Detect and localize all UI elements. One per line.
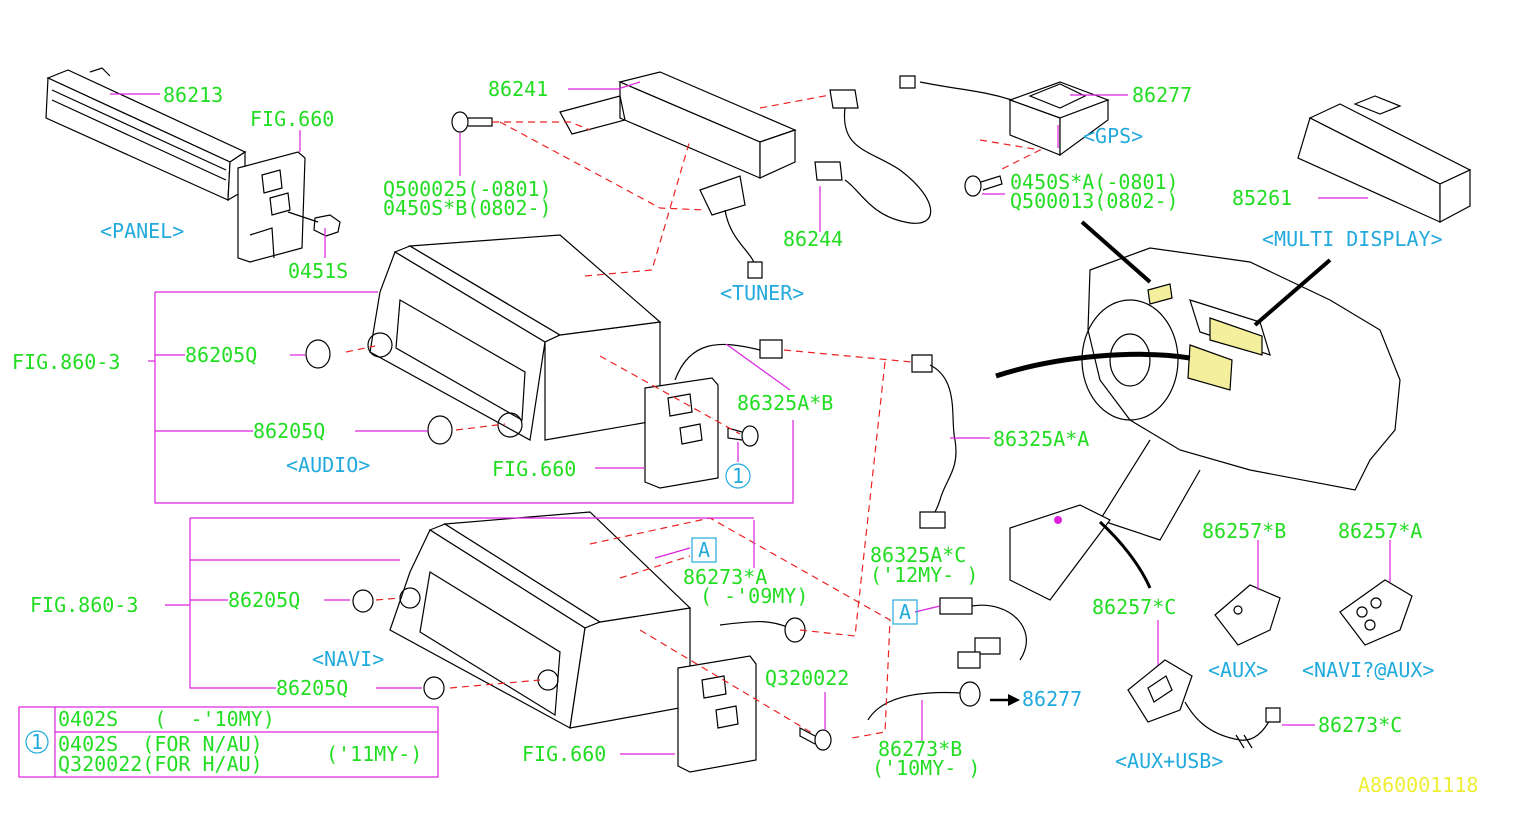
grouping-brackets <box>148 291 794 689</box>
label-85261: 85261 <box>1232 186 1292 210</box>
caption-multi-display: <MULTI DISPLAY> <box>1262 227 1443 251</box>
caption-gps: <GPS> <box>1083 124 1143 148</box>
relation-lines <box>345 94 1042 739</box>
label-86205q-audio-2: 86205Q <box>253 419 325 443</box>
gps-antenna-86277-drawing <box>899 75 1110 157</box>
panel-86213-drawing <box>45 67 247 202</box>
audio-unit-drawing <box>367 234 662 441</box>
label-q500013: Q500013(0802-) <box>1010 189 1179 213</box>
label-fig660-bottom: FIG.660 <box>522 742 606 766</box>
aux-module-86257-a <box>1339 579 1413 646</box>
label-q320022: Q320022 <box>765 666 849 690</box>
label-86213: 86213 <box>163 83 223 107</box>
caption-tuner: <TUNER> <box>720 281 804 305</box>
label-86205q-audio-1: 86205Q <box>185 343 257 367</box>
knob-86205q-navi <box>352 589 445 700</box>
label-86273-a-range: ( -'09MY) <box>700 584 808 608</box>
label-0451s: 0451S <box>288 259 348 283</box>
screw-q320022 <box>799 727 832 751</box>
label-86325a-c: 86325A*C <box>870 543 966 567</box>
screw-q500025 <box>451 111 493 133</box>
legend-table <box>18 706 439 778</box>
label-86244: 86244 <box>783 227 843 251</box>
label-86325a-a: 86325A*A <box>993 427 1089 451</box>
screw-0450s-a <box>964 175 1003 197</box>
label-86241: 86241 <box>488 77 548 101</box>
legend-row3: Q320022(FOR H/AU) <box>58 752 263 776</box>
multi-display-85261-drawing <box>1297 95 1472 223</box>
screw-audio <box>727 425 759 447</box>
label-86273-b: 86273*B <box>878 737 962 761</box>
dashboard-drawing <box>1009 247 1401 601</box>
label-fig860-3-audio: FIG.860-3 <box>12 350 120 374</box>
harness-86244-drawing <box>814 89 932 224</box>
label-86273-c: 86273*C <box>1318 713 1402 737</box>
legend-row2: 0402S (FOR N/AU) <box>58 732 263 756</box>
label-fig860-3-navi: FIG.860-3 <box>30 593 138 617</box>
label-circle1: 1 <box>732 464 744 488</box>
bracket-fig660-bottom <box>677 655 757 773</box>
label-86205q-navi-1: 86205Q <box>228 588 300 612</box>
harness-86325a-c-drawing <box>939 597 1027 669</box>
harness-86325a-drawing <box>674 339 957 529</box>
caption-navi-aux: <NAVI?@AUX> <box>1302 658 1434 682</box>
label-86277-top: 86277 <box>1132 83 1192 107</box>
caption-audio: <AUDIO> <box>286 453 370 477</box>
marker-circle1 <box>725 463 751 489</box>
label-0450s-a: 0450S*A(-0801) <box>1010 170 1179 194</box>
caption-aux-usb: <AUX+USB> <box>1115 749 1223 773</box>
navi-unit-drawing <box>389 511 806 729</box>
leader-lines <box>110 81 1391 755</box>
bracket-fig660-mid <box>644 377 719 489</box>
caption-aux: <AUX> <box>1208 658 1268 682</box>
label-86273-b-range: ('10MY- ) <box>872 756 980 780</box>
aux-usb-module-86257-c <box>1127 659 1281 749</box>
marker-a2-box <box>892 599 918 625</box>
label-86273-a: 86273*A <box>683 565 767 589</box>
label-fig660-mid: FIG.660 <box>492 457 576 481</box>
harness-86273-b-drawing <box>867 681 1020 721</box>
bracket-fig660-top <box>237 151 341 263</box>
label-86325a-b: 86325A*B <box>737 391 833 415</box>
label-86325a-c-range: ('12MY- ) <box>870 563 978 587</box>
label-86257-c: 86257*C <box>1092 595 1176 619</box>
caption-panel: <PANEL> <box>100 219 184 243</box>
label-fig660-top: FIG.660 <box>250 107 334 131</box>
aux-module-86257-b <box>1214 584 1281 646</box>
label-box-a2: A <box>899 600 911 624</box>
label-box-a1: A <box>698 538 710 562</box>
legend-row1: 0402S ( -'10MY) <box>58 707 275 731</box>
legend-range: ('11MY-) <box>326 742 422 766</box>
label-86205q-navi-2: 86205Q <box>276 676 348 700</box>
legend-marker: 1 <box>31 730 43 754</box>
caption-navi: <NAVI> <box>312 647 384 671</box>
label-86257-b: 86257*B <box>1202 519 1286 543</box>
label-86257-a: 86257*A <box>1338 519 1422 543</box>
label-86277-bottom: 86277 <box>1022 687 1082 711</box>
tuner-86241-drawing <box>559 71 797 279</box>
label-0450s-b: 0450S*B(0802-) <box>383 196 552 220</box>
label-q500025: Q500025(-0801) <box>383 177 552 201</box>
marker-a1-box <box>691 537 717 563</box>
knob-86205q-audio <box>305 339 453 445</box>
diagram-code: A860001118 <box>1358 773 1478 797</box>
